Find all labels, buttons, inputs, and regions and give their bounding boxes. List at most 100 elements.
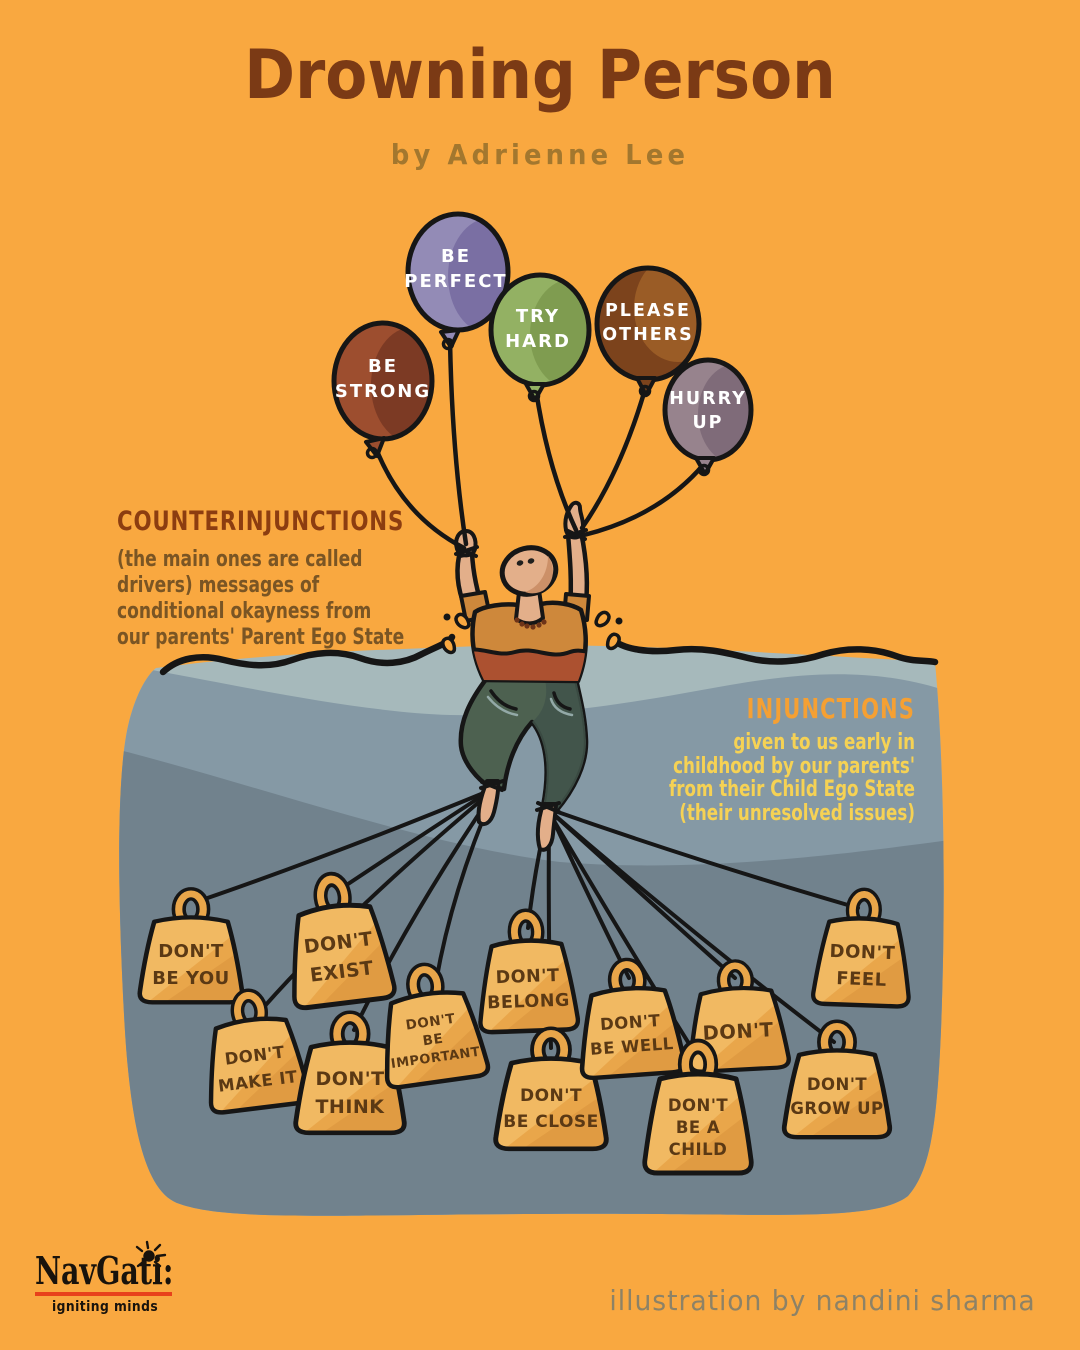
injunctions-heading: INJUNCTIONS xyxy=(746,692,915,725)
counterinjunctions-text: (the main ones are called drivers) messa… xyxy=(117,546,467,650)
counterinjunctions-block: COUNTERINJUNCTIONS (the main ones are ca… xyxy=(117,506,577,650)
ankle-wraps xyxy=(479,779,561,814)
balloon-be-strong: BE STRONG xyxy=(331,320,435,460)
injunctions-line2: childhood by our parents' xyxy=(673,753,915,779)
weight-dont-be-you: DON'T BE YOU xyxy=(134,894,248,1010)
subtitle: by Adrienne Lee xyxy=(390,138,690,171)
weight-dont-feel: DON'T FEEL xyxy=(807,893,917,1015)
balloon-knot-loop xyxy=(527,389,541,403)
wrist-wraps xyxy=(454,528,588,558)
balloon-hurry-up: HURRY UP xyxy=(662,357,754,477)
balloon-label: OTHERS xyxy=(602,325,694,345)
shirt-waterline xyxy=(472,647,586,657)
weight-label: DON'T xyxy=(668,1096,729,1115)
balloon-shade xyxy=(371,327,432,439)
water-line xyxy=(159,633,939,676)
balloon-shade xyxy=(634,268,699,362)
navgati-tagline: igniting minds xyxy=(52,1299,159,1315)
weight-label: BE YOU xyxy=(152,968,230,989)
pants-shade xyxy=(532,679,587,811)
weight-dont-think: DON'T THINK xyxy=(290,1018,411,1141)
balloon-label: PERFECT xyxy=(404,271,507,292)
balloon-strings xyxy=(372,337,707,551)
balloon-try-hard: TRY HARD xyxy=(488,272,592,403)
weight-label: FEEL xyxy=(836,968,887,991)
weight-label: THINK xyxy=(315,1096,385,1118)
weight-label: BELONG xyxy=(487,991,570,1014)
weight-label: DON'T xyxy=(520,1086,582,1106)
balloon-label: STRONG xyxy=(335,381,431,402)
balloon-knot-loop xyxy=(441,337,455,351)
injunctions-block: INJUNCTIONS given to us early in childho… xyxy=(455,692,915,825)
weight-dont-be-well: DON'T BE WELL xyxy=(569,961,691,1087)
weights: DON'T BE YOU DON'T EXIST DON'T MAKE IT D… xyxy=(134,873,918,1182)
head xyxy=(499,545,559,597)
pocket-right xyxy=(552,691,572,711)
counter-line2-bold: drivers) xyxy=(117,572,193,598)
balloon-knot-loop xyxy=(697,463,711,477)
navgati-logo-text: NavGati: xyxy=(35,1248,174,1293)
weight-label: DON'T xyxy=(829,941,896,964)
balloon-shade xyxy=(698,364,751,460)
weight-dont-grow-up: DON'T GROW UP xyxy=(778,1026,896,1145)
sun-icon xyxy=(135,1240,167,1268)
weight-label: BE xyxy=(422,1031,445,1050)
weight-label: DON'T xyxy=(405,1011,457,1034)
weight-label: BE CLOSE xyxy=(503,1112,599,1132)
balloon-knot-loop xyxy=(365,446,379,460)
drowning-person xyxy=(454,500,591,852)
weight-dont: DON'T xyxy=(680,963,795,1080)
nostril-right xyxy=(527,558,535,564)
balloon-knot-loop xyxy=(638,384,652,398)
illustration-credit: illustration by nandini sharma xyxy=(609,1284,1036,1317)
head-shade xyxy=(525,556,553,594)
logo-underline xyxy=(35,1292,172,1296)
injunctions-line1: given to us early in xyxy=(733,730,915,755)
pocket-left xyxy=(489,689,518,711)
counter-line1: (the main ones are called xyxy=(117,546,363,572)
weight-label: CHILD xyxy=(669,1140,728,1159)
balloon-label: UP xyxy=(692,413,723,433)
weight-label: DON'T xyxy=(158,941,224,962)
weight-label: DON'T xyxy=(702,1018,774,1045)
balloon-shade xyxy=(530,279,589,385)
injunctions-line3: from their Child Ego State xyxy=(668,777,915,802)
balloons: BE STRONG BE PERFECT xyxy=(331,211,754,477)
navgati-logo: NavGati: igniting minds xyxy=(35,1240,275,1315)
balloon-label: HURRY xyxy=(669,389,747,409)
weight-label: DON'T xyxy=(599,1011,661,1034)
counterinjunctions-heading: COUNTERINJUNCTIONS xyxy=(117,506,405,537)
pocket-left-highlight xyxy=(486,695,519,717)
weight-label: BE A xyxy=(676,1118,720,1137)
counter-line2-rest: messages of xyxy=(192,572,320,598)
balloon-shade xyxy=(448,218,508,330)
page-title: Drowning Person xyxy=(244,36,836,115)
balloon-please-others: PLEASE OTHERS xyxy=(594,265,702,398)
necklace xyxy=(514,617,547,630)
right-foot xyxy=(535,802,558,852)
weight-dont-exist: DON'T EXIST xyxy=(275,873,402,1019)
balloon-be-perfect: BE PERFECT xyxy=(404,211,511,351)
balloon-label: BE xyxy=(441,246,471,267)
left-foot xyxy=(476,779,501,827)
balloon-label: TRY xyxy=(516,306,560,327)
weight-dont-belong: DON'T BELONG xyxy=(471,914,584,1041)
nostril-left xyxy=(516,560,524,566)
weight-label: DON'T xyxy=(315,1068,384,1090)
weight-label: GROW UP xyxy=(790,1099,883,1118)
injunctions-line4: (their unresolved issues) xyxy=(679,800,915,826)
pocket-right-highlight xyxy=(549,697,574,717)
weight-label: DON'T xyxy=(495,966,560,988)
weight-dont-be-close: DON'T BE CLOSE xyxy=(489,1034,612,1157)
weight-label: DON'T xyxy=(807,1075,868,1094)
splashes xyxy=(441,610,623,655)
counter-line4: our parents' Parent Ego State xyxy=(117,624,405,650)
balloon-label: BE xyxy=(368,356,398,377)
injunctions-text: given to us early in childhood by our pa… xyxy=(565,731,915,825)
weight-dont-be-important: DON'T BE IMPORTANT xyxy=(367,962,496,1098)
weight-dont-make-it: DON'T MAKE IT xyxy=(193,989,317,1122)
weight-dont-be-a-child: DON'T BE A CHILD xyxy=(639,1046,758,1182)
balloon-label: PLEASE xyxy=(605,301,691,321)
